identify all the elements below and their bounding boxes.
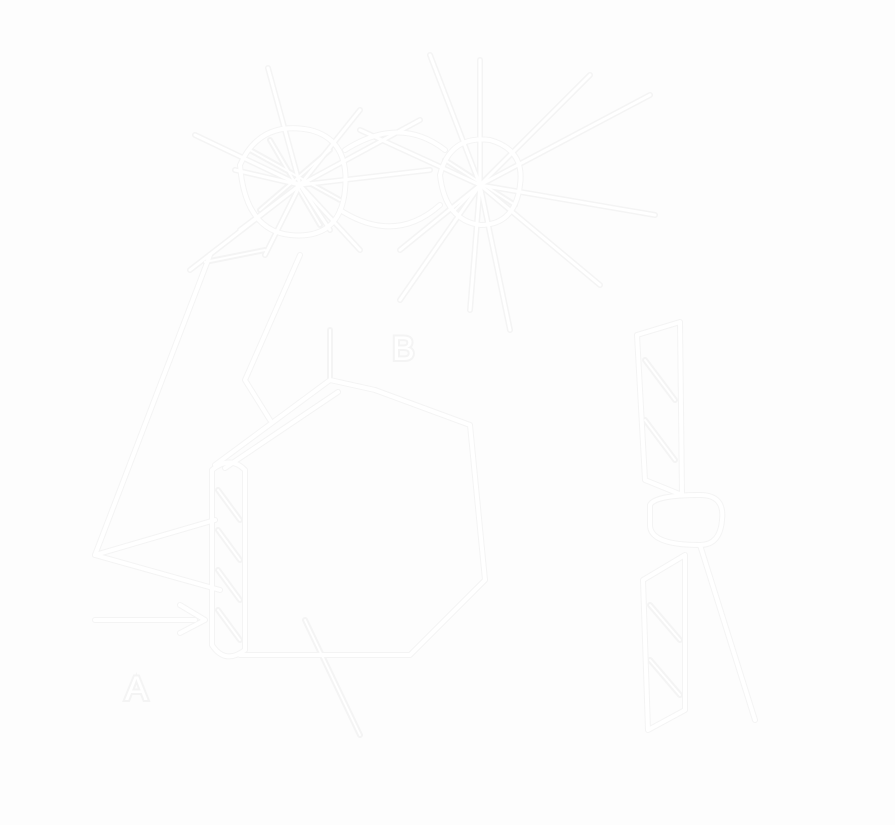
right-propeller <box>635 320 757 732</box>
light-burst-right-halo <box>337 52 658 333</box>
label-b-halo: B <box>392 330 415 368</box>
label-b: B <box>392 330 415 368</box>
center-polygon-halo <box>212 327 488 738</box>
arrow-a <box>93 603 207 635</box>
light-burst-right <box>338 53 657 332</box>
left-cylinder <box>210 460 247 659</box>
center-polygon <box>213 329 487 736</box>
sketch-halo: A B <box>92 52 758 738</box>
light-burst-left-halo <box>187 65 433 273</box>
outer-cone <box>93 249 302 592</box>
sketch-strokes: A B <box>93 53 757 736</box>
label-a-halo: A <box>125 670 148 708</box>
label-a: A <box>125 670 148 708</box>
